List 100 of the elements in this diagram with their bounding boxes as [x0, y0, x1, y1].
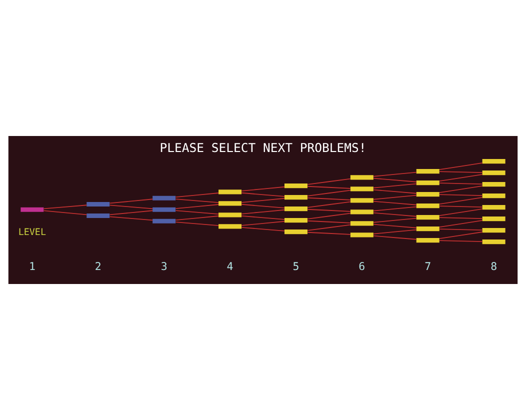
node-bar — [20, 207, 44, 212]
connector — [307, 232, 351, 235]
connector — [241, 209, 285, 214]
node-bar — [416, 180, 440, 186]
connector — [307, 178, 351, 185]
connector — [175, 216, 219, 221]
connector — [241, 215, 285, 220]
label: 6 — [358, 260, 366, 273]
connector — [307, 201, 351, 208]
label: 2 — [94, 260, 102, 273]
node-bar — [218, 224, 242, 229]
connector — [439, 171, 483, 174]
connector — [109, 198, 153, 204]
node-bar — [218, 201, 242, 206]
node-bar — [482, 205, 506, 210]
connector — [307, 208, 351, 212]
node-bar — [416, 192, 440, 197]
connector — [109, 216, 153, 221]
connector — [439, 182, 483, 185]
node-bar — [350, 232, 374, 238]
node-bar — [284, 195, 308, 200]
connector — [373, 206, 417, 212]
connector — [175, 222, 219, 226]
node-bar — [350, 186, 374, 192]
connector — [307, 224, 351, 231]
connector — [373, 183, 417, 188]
connector — [439, 240, 483, 242]
connector — [439, 228, 483, 231]
connector — [43, 204, 88, 210]
node-bar — [284, 184, 308, 188]
node-bar — [284, 206, 308, 212]
node-bar — [218, 212, 242, 218]
connector — [175, 198, 219, 204]
connector — [241, 226, 285, 232]
node-bar — [350, 221, 374, 226]
connector — [241, 220, 285, 226]
connector — [439, 206, 483, 208]
connector — [439, 194, 483, 196]
node-bar — [482, 182, 506, 187]
node-bar — [284, 218, 308, 223]
connector — [439, 232, 483, 240]
connector — [241, 198, 285, 203]
connector — [43, 210, 88, 216]
node-bar — [416, 226, 440, 232]
node-bar — [416, 203, 440, 208]
connector — [307, 190, 351, 196]
node-bar — [86, 202, 110, 207]
label: 7 — [424, 260, 432, 273]
node-bar — [416, 168, 440, 174]
node-bar — [482, 240, 506, 244]
label: LEVEL — [18, 227, 46, 238]
connector — [439, 208, 483, 216]
connector — [109, 210, 153, 216]
connector — [373, 200, 417, 206]
connector — [241, 204, 285, 208]
connector — [175, 210, 219, 215]
connector — [373, 235, 417, 240]
connector — [373, 224, 417, 228]
connector — [373, 212, 417, 217]
connector — [439, 217, 483, 220]
connector — [109, 204, 153, 210]
node-bar — [152, 218, 176, 224]
connector — [373, 189, 417, 194]
node-bar — [86, 213, 110, 218]
connector — [175, 204, 219, 210]
node-bar — [416, 238, 440, 243]
connector — [241, 186, 285, 192]
connector — [439, 162, 483, 170]
node-bar — [350, 210, 374, 214]
connector — [175, 192, 219, 198]
node-bar — [482, 216, 506, 222]
node-bar — [350, 175, 374, 180]
label: 4 — [226, 260, 234, 273]
node-bar — [152, 207, 176, 212]
connector — [439, 197, 483, 205]
connector — [373, 218, 417, 223]
label: 1 — [28, 260, 36, 273]
node-bar — [482, 170, 506, 176]
connector — [307, 186, 351, 189]
connector — [241, 192, 285, 197]
connector — [439, 186, 483, 194]
node-bar — [482, 159, 506, 164]
connector — [373, 229, 417, 234]
node-bar — [350, 198, 374, 203]
connector — [307, 220, 351, 224]
connector — [373, 172, 417, 177]
connector — [373, 194, 417, 200]
label: 8 — [490, 260, 498, 273]
connector — [373, 178, 417, 182]
node-bar — [284, 230, 308, 234]
connector — [439, 220, 483, 228]
label: 5 — [292, 260, 300, 273]
node-bar — [152, 196, 176, 200]
connector — [307, 197, 351, 200]
diagram-title: PLEASE SELECT NEXT PROBLEMS! — [160, 140, 366, 155]
node-bar — [218, 190, 242, 194]
node-bar — [482, 228, 506, 233]
node-bar — [482, 194, 506, 198]
connector — [439, 174, 483, 182]
label: 3 — [160, 260, 168, 273]
